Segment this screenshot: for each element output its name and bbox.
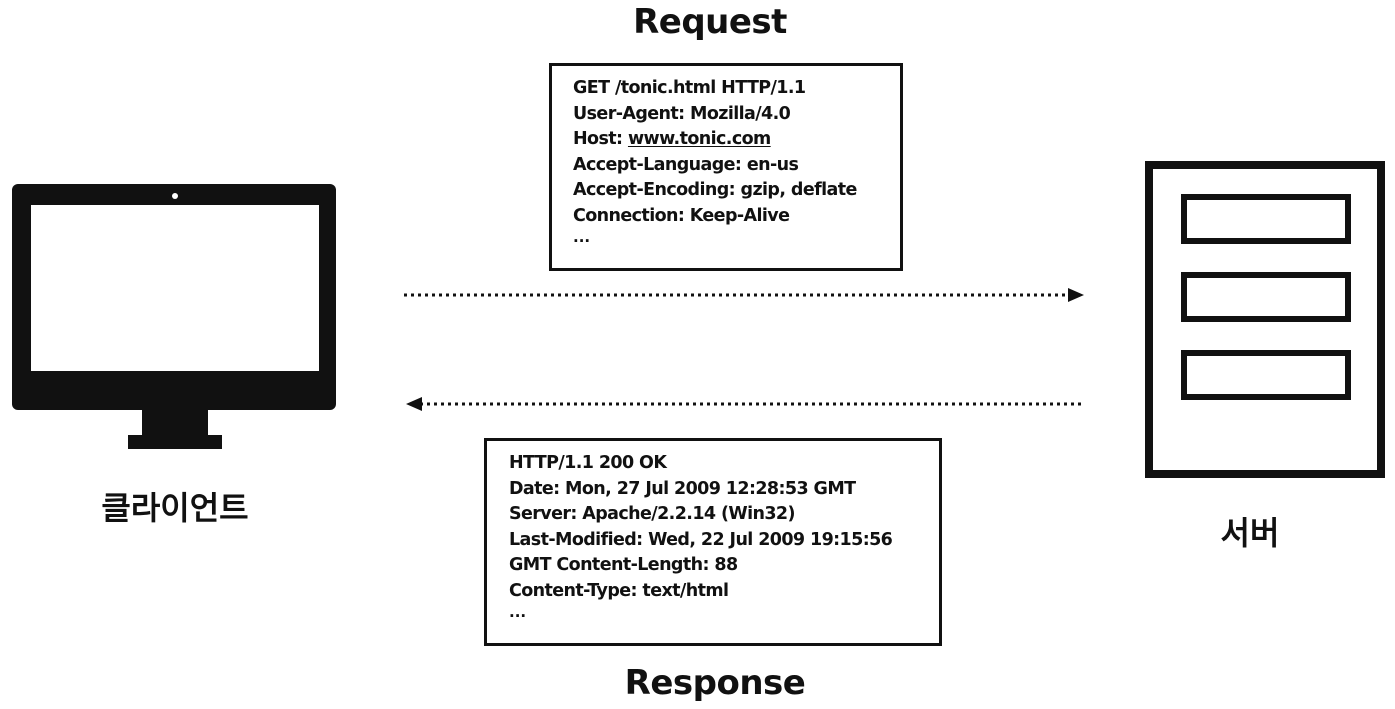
request-line: User-Agent: Mozilla/4.0 bbox=[573, 103, 791, 124]
response-line: Last-Modified: Wed, 22 Jul 2009 19:15:56 bbox=[509, 529, 893, 550]
request-host-line: Host: www.tonic.com bbox=[573, 127, 900, 153]
response-line: Server: Apache/2.2.14 (Win32) bbox=[509, 504, 795, 524]
monitor-neck bbox=[142, 409, 208, 437]
request-line: GET /tonic.html HTTP/1.1 bbox=[573, 78, 806, 98]
response-line: HTTP/1.1 200 OK bbox=[509, 453, 667, 473]
request-arrow bbox=[404, 288, 1084, 302]
response-arrow bbox=[406, 397, 1084, 411]
monitor-icon bbox=[12, 184, 336, 449]
monitor-screen bbox=[31, 205, 319, 371]
request-title: Request bbox=[633, 2, 787, 42]
monitor-camera bbox=[172, 193, 178, 199]
request-host-link: www.tonic.com bbox=[627, 129, 771, 149]
response-arrowhead bbox=[406, 397, 422, 411]
request-host-label: Host: bbox=[573, 129, 628, 149]
request-line: Accept-Encoding: gzip, deflate bbox=[573, 180, 857, 200]
response-message-box: HTTP/1.1 200 OK Date: Mon, 27 Jul 2009 1… bbox=[484, 438, 942, 646]
response-line: Content-Type: text/html bbox=[509, 580, 729, 601]
server-slot-2 bbox=[1181, 272, 1351, 322]
request-message-box: GET /tonic.html HTTP/1.1 User-Agent: Moz… bbox=[549, 63, 903, 271]
request-ellipsis: ... bbox=[573, 228, 591, 246]
request-line: Connection: Keep-Alive bbox=[573, 205, 790, 226]
response-line: Date: Mon, 27 Jul 2009 12:28:53 GMT bbox=[509, 478, 856, 499]
response-title: Response bbox=[624, 663, 806, 703]
server-slot-1 bbox=[1181, 194, 1351, 244]
client-label: 클라이언트 bbox=[101, 489, 249, 527]
request-arrowhead bbox=[1068, 288, 1084, 302]
response-line: GMT Content-Length: 88 bbox=[509, 555, 738, 575]
response-ellipsis: ... bbox=[509, 603, 527, 621]
request-line: Accept-Language: en-us bbox=[573, 154, 799, 175]
server-icon bbox=[1145, 161, 1385, 478]
server-slot-3 bbox=[1181, 350, 1351, 400]
monitor-base bbox=[128, 435, 222, 449]
server-label: 서버 bbox=[1220, 514, 1280, 552]
